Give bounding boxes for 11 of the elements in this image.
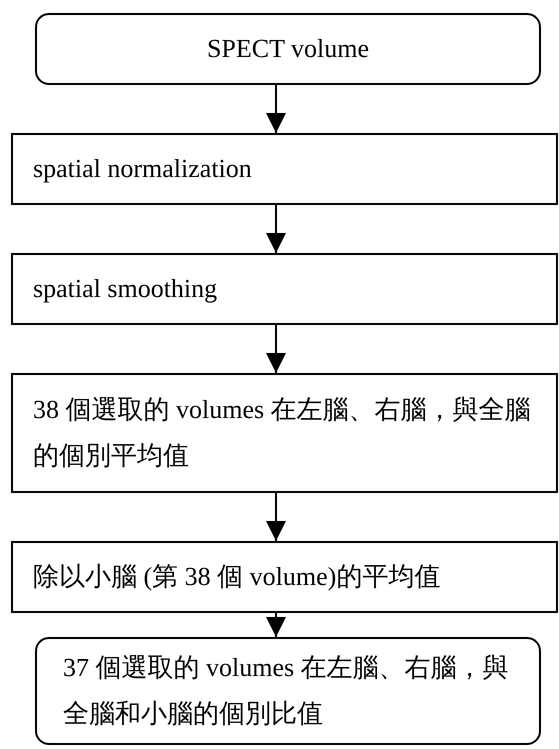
arrow (266, 493, 286, 541)
arrow (266, 85, 286, 133)
arrow (266, 325, 286, 373)
process-box: spatial normalization (11, 133, 558, 205)
process-box: spatial smoothing (11, 253, 558, 325)
process-box: SPECT volume (35, 13, 541, 85)
process-box: 37 個選取的 volumes 在左腦、右腦，與全腦和小腦的個別比值 (35, 637, 541, 745)
arrow (266, 205, 286, 253)
process-box: 除以小腦 (第 38 個 volume)的平均值 (11, 541, 558, 613)
process-box: 38 個選取的 volumes 在左腦、右腦，與全腦的個別平均值 (11, 373, 558, 493)
arrow (266, 613, 286, 637)
